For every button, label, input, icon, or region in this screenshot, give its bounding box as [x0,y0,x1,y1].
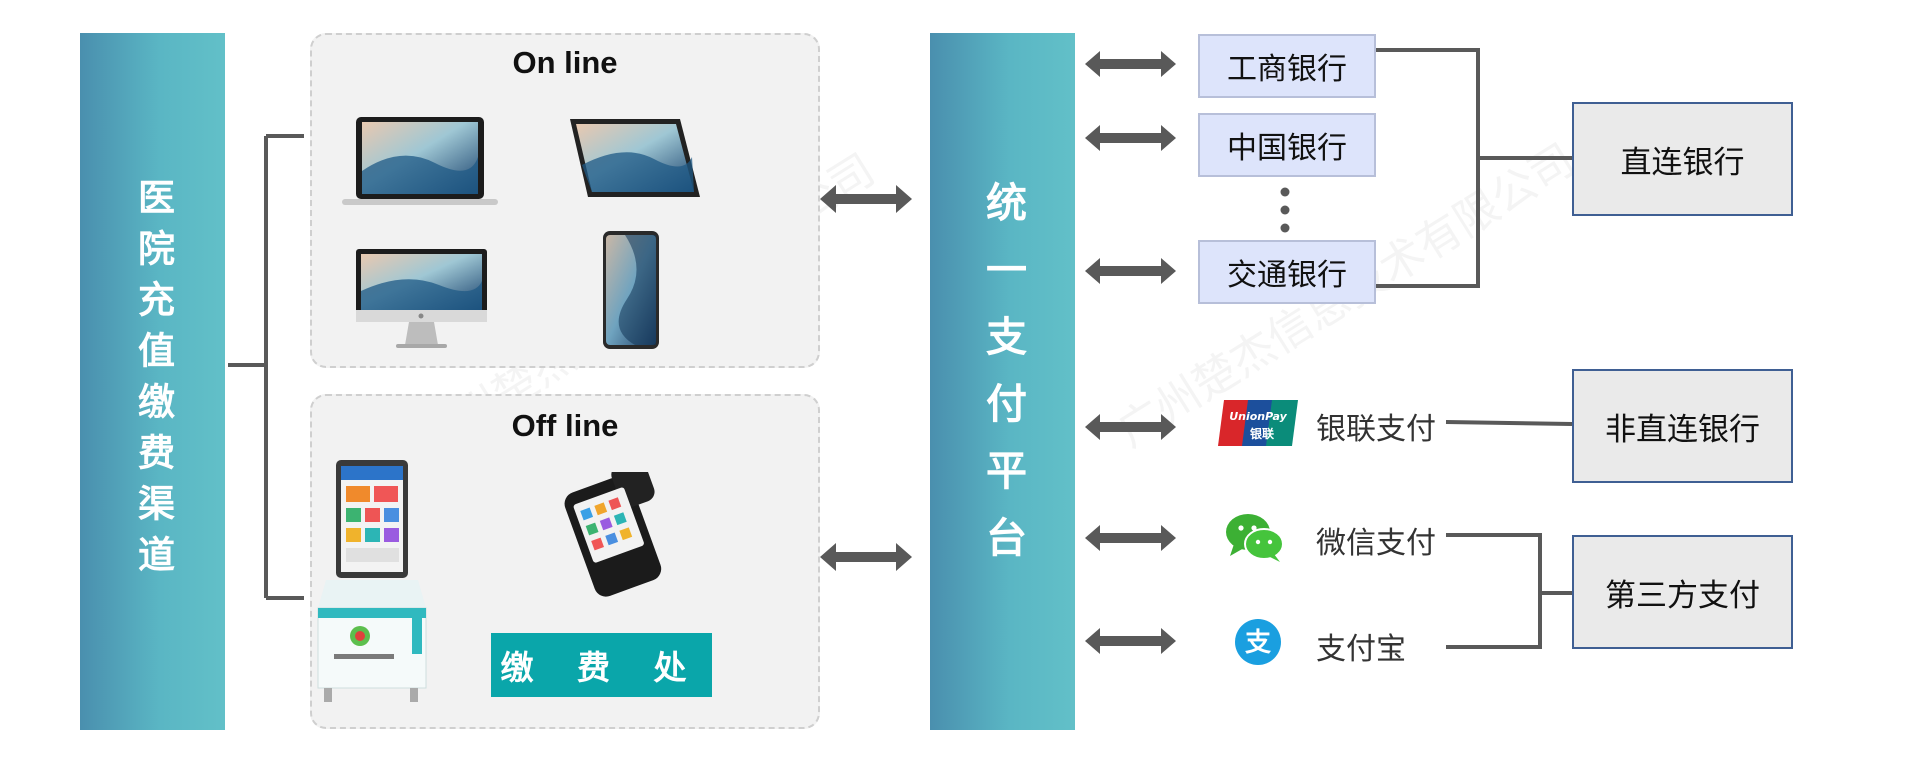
category-third-party-payment: 第三方支付 [1572,535,1793,649]
wechat-label: 微信支付 [1316,526,1436,561]
svg-text:UnionPay: UnionPay [1229,410,1287,423]
platform-bar: 统一支付平台 [930,33,1075,730]
offline-title: Off line [511,408,619,443]
unionpay-label: 银联支付 [1316,412,1436,447]
pos-terminal-icon [564,472,662,597]
left-bracket [228,134,304,600]
third-party-bracket [1446,533,1572,649]
bank-box-icbc: 工商银行 [1198,34,1376,98]
cashier-counter-label: 缴 费 处 [491,633,712,697]
wechat-icon [1226,514,1284,562]
ellipsis-dot [1280,187,1290,197]
arrow-unionpay [1085,414,1176,440]
bank-box-boc: 中国银行 [1198,113,1376,177]
desktop-icon [356,249,487,348]
online-panel: On line [310,33,820,368]
arrow-offline-platform [820,543,912,571]
alipay-icon: 支 [1235,619,1281,665]
arrow-alipay [1085,628,1176,654]
ellipsis-dot [1280,205,1290,215]
alipay-label: 支付宝 [1316,632,1406,667]
indirect-connector [1445,420,1573,426]
tablet-icon [570,119,700,197]
phone-icon [603,231,659,349]
svg-text:支: 支 [1245,628,1271,658]
direct-bank-bracket [1372,48,1572,288]
arrow-wechat [1085,525,1176,551]
bank-box-bocom: 交通银行 [1198,240,1376,304]
svg-text:银联: 银联 [1250,426,1274,441]
arrow-bank-2 [1085,125,1176,151]
channel-bar: 医院充值缴费渠道 [80,33,225,730]
laptop-icon [342,117,498,205]
ellipsis-dot [1280,223,1290,233]
category-direct-bank: 直连银行 [1572,102,1793,216]
platform-title: 统一支付平台 [978,180,1027,583]
arrow-bank-3 [1085,258,1176,284]
channel-title: 医院充值缴费渠道 [131,177,175,586]
arrow-bank-1 [1085,51,1176,77]
self-service-kiosk-icon [317,460,427,702]
category-indirect-bank: 非直连银行 [1572,369,1793,483]
arrow-online-platform [820,185,912,213]
offline-panel: Off line [310,394,820,729]
unionpay-icon: UnionPay 银联 [1218,400,1298,446]
online-title: On line [512,45,618,80]
